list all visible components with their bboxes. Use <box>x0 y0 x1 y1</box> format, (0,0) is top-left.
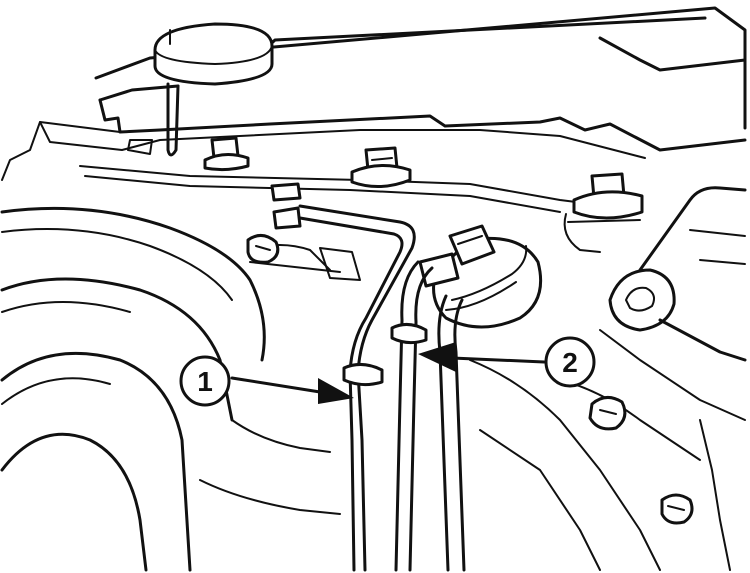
callout-2-circle <box>544 336 596 388</box>
bracket-bolt-lower <box>660 493 694 525</box>
cover-bolt-left <box>203 136 250 172</box>
hose-3 <box>437 294 466 572</box>
oil-filler-cap <box>127 22 274 157</box>
cover-bolt-middle <box>350 146 412 188</box>
hose-1 <box>298 204 416 572</box>
manifold-bolt <box>246 234 280 264</box>
cover-bolt-right <box>563 172 644 253</box>
callout-1: 1 <box>179 355 354 407</box>
callout-2: 2 <box>418 336 596 388</box>
right-bracket <box>559 186 747 461</box>
callout-1-label: 1 <box>197 366 213 397</box>
engine-block-lines <box>469 359 731 571</box>
callout-2-label: 2 <box>562 347 578 378</box>
vacuum-diaphragm-unit <box>418 224 543 329</box>
sensor-connector <box>270 182 302 230</box>
hose-2 <box>390 260 434 572</box>
bracket-bolt-upper <box>588 396 627 431</box>
callout-1-circle <box>179 355 231 407</box>
